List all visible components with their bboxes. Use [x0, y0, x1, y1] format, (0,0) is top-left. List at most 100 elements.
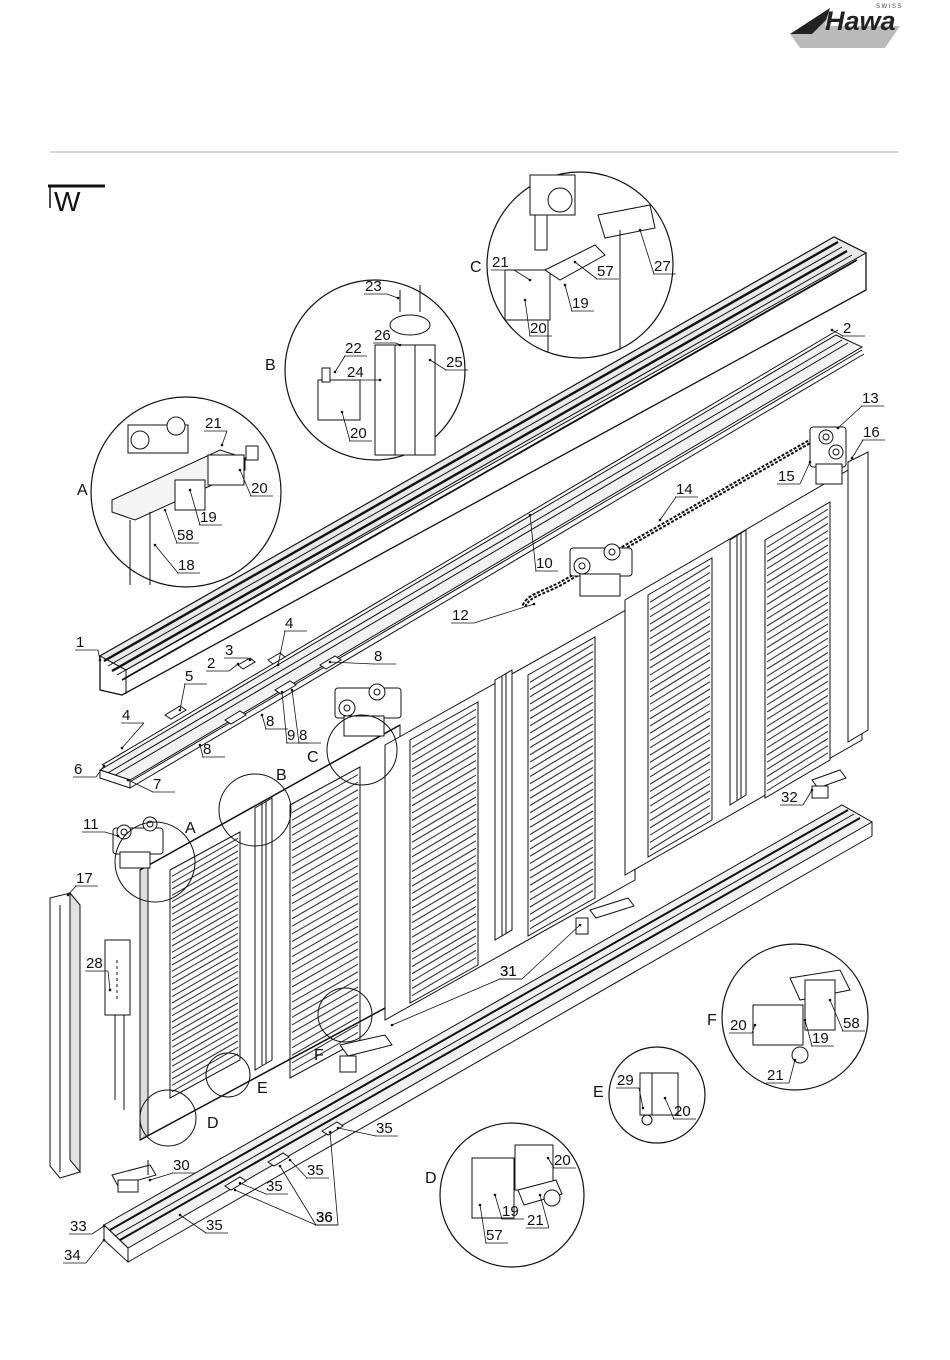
- part-label: 58: [843, 1015, 860, 1032]
- part-label: 21: [767, 1067, 784, 1084]
- part-label: 8: [266, 713, 274, 730]
- part-label: 35: [266, 1178, 283, 1195]
- callout-8: 7: [127, 776, 175, 793]
- carriage-13: [810, 427, 846, 484]
- door-type-letter: W: [54, 186, 81, 217]
- detail-D: [440, 1123, 584, 1267]
- part-label: 19: [572, 295, 589, 312]
- callout-2: 2: [831, 320, 865, 337]
- detail-letter-5: C: [307, 749, 319, 766]
- part-label: 19: [812, 1030, 829, 1047]
- part-label: 20: [350, 425, 367, 442]
- part-label: 13: [862, 390, 879, 407]
- floor-guide-32: [812, 770, 846, 798]
- detail-letter-8: E: [593, 1084, 604, 1101]
- part-label: 27: [654, 258, 671, 275]
- door-type-symbol: W: [48, 186, 105, 217]
- callout-19: 15: [777, 461, 811, 485]
- part-label: 35: [206, 1217, 223, 1234]
- detail-letter-11: F: [314, 1047, 324, 1064]
- callout-16: 12: [451, 603, 535, 624]
- part-label: 23: [365, 278, 382, 295]
- detail-C: [487, 172, 673, 358]
- carriage-middle: [570, 544, 632, 596]
- part-label: 16: [863, 424, 880, 441]
- callout-12: 8: [261, 713, 288, 730]
- part-label: 24: [347, 364, 364, 381]
- part-label: 30: [173, 1157, 190, 1174]
- callout-52: 35: [289, 1159, 329, 1179]
- part-label: 19: [502, 1203, 519, 1220]
- part-label: 14: [676, 481, 693, 498]
- part-label: 29: [617, 1072, 634, 1089]
- part-label: 3: [225, 642, 233, 659]
- brand-subtitle: SWISS: [876, 4, 903, 10]
- part-label: 26: [374, 327, 391, 344]
- hawa-logo: Hawa SWISS: [790, 4, 903, 48]
- part-label: 21: [205, 415, 222, 432]
- part-label: 7: [153, 776, 161, 793]
- callout-49: 33: [69, 1218, 105, 1235]
- part-label: 8: [203, 741, 211, 758]
- part-label: 20: [730, 1017, 747, 1034]
- callout-48: 32: [780, 789, 813, 806]
- end-post: [50, 893, 80, 1178]
- part-label: 21: [492, 254, 509, 271]
- detail-letter-4: C: [470, 259, 482, 276]
- part-label: 9: [287, 727, 295, 744]
- part-label: 35: [376, 1120, 393, 1137]
- part-label: 5: [185, 668, 193, 685]
- part-label: 12: [452, 607, 469, 624]
- part-label: 22: [345, 340, 362, 357]
- part-label: 58: [177, 527, 194, 544]
- detail-letter-9: E: [257, 1080, 268, 1097]
- part-label: 35: [307, 1162, 324, 1179]
- part-label: 8: [374, 648, 382, 665]
- part-label: 18: [178, 557, 195, 574]
- callout-50: 34: [63, 1239, 105, 1264]
- part-label: 25: [446, 354, 463, 371]
- part-label: 2: [207, 655, 215, 672]
- detail-letter-6: D: [425, 1170, 437, 1187]
- part-label: 20: [530, 320, 547, 337]
- part-label: 20: [554, 1152, 571, 1169]
- cable-box: [105, 940, 130, 1110]
- carriage-12: [335, 684, 401, 736]
- brand-name: Hawa: [825, 6, 896, 36]
- part-label: 1: [76, 634, 84, 651]
- detail-letter-2: B: [265, 357, 276, 374]
- part-label: 11: [83, 816, 99, 833]
- part-label: 4: [122, 707, 130, 724]
- part-label: 20: [251, 480, 268, 497]
- callout-0: 1: [75, 634, 101, 661]
- floor-guide-30: [112, 1160, 156, 1192]
- part-label: 34: [64, 1247, 81, 1264]
- callout-3: 3: [224, 642, 251, 661]
- callout-6: 5: [179, 668, 207, 711]
- part-label: 28: [86, 955, 103, 972]
- callout-1: 2: [206, 655, 239, 672]
- part-label: 8: [299, 727, 307, 744]
- callout-54: 35: [179, 1214, 228, 1234]
- part-label: 31: [500, 963, 517, 980]
- detail-letter-10: F: [707, 1012, 717, 1029]
- callout-21: 17: [67, 870, 98, 896]
- part-label: 57: [486, 1227, 503, 1244]
- part-label: 19: [200, 509, 217, 526]
- detail-letter-1: A: [185, 820, 196, 837]
- part-label: 20: [674, 1103, 691, 1120]
- part-label: 4: [285, 615, 293, 632]
- part-label: 57: [597, 263, 614, 280]
- part-label: 32: [781, 789, 798, 806]
- detail-E: [609, 1047, 705, 1143]
- part-label: 15: [778, 468, 795, 485]
- part-label: 17: [76, 870, 93, 887]
- part-label: 21: [527, 1212, 544, 1229]
- part-label: 36: [316, 1209, 333, 1226]
- part-label: 10: [536, 555, 553, 572]
- part-label: 2: [843, 320, 851, 337]
- callout-10: 8: [199, 741, 225, 758]
- part-label: 33: [70, 1218, 87, 1235]
- detail-letter-0: A: [77, 482, 88, 499]
